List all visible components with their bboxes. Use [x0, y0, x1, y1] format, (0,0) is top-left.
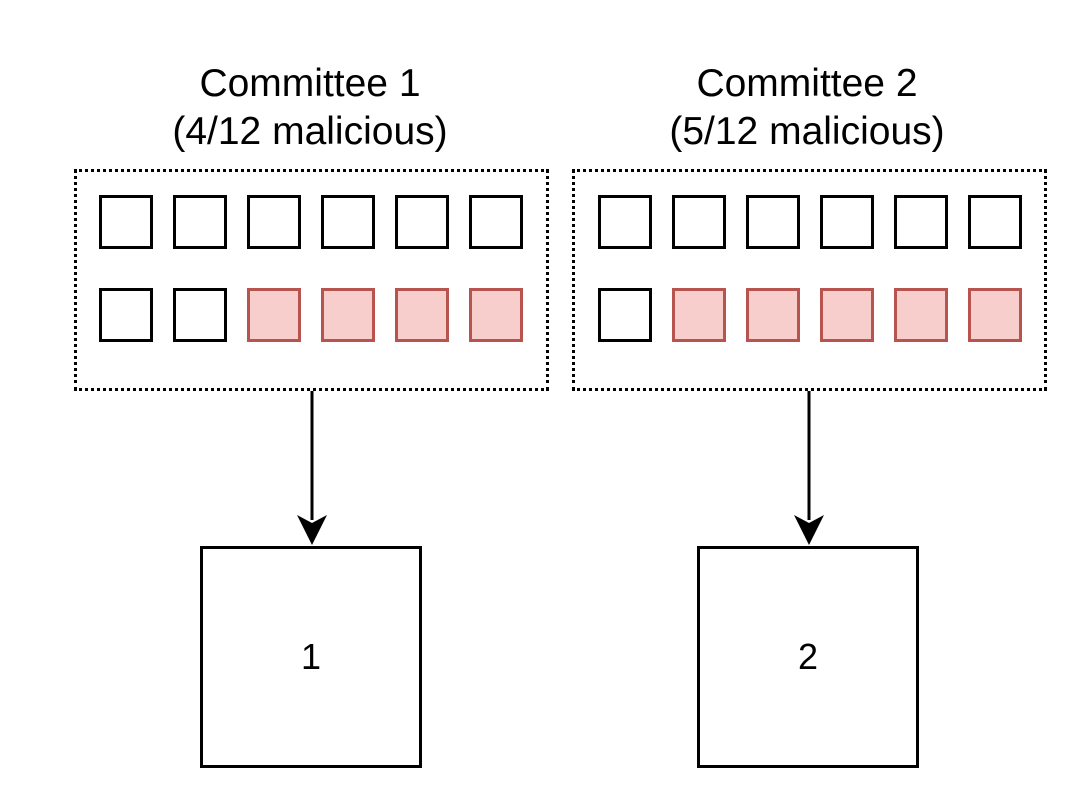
output-box-1-label: 1	[300, 636, 322, 677]
honest-member-node	[746, 195, 800, 249]
committee-2-row-1	[598, 195, 1022, 249]
committee-1-malicious-count: (4/12 malicious)	[172, 110, 448, 153]
honest-member-node	[321, 195, 375, 249]
honest-member-node	[598, 288, 652, 342]
output-box-2: 2	[697, 546, 919, 768]
malicious-member-node	[321, 288, 375, 342]
honest-member-node	[247, 195, 301, 249]
honest-member-node	[894, 195, 948, 249]
honest-member-node	[598, 195, 652, 249]
honest-member-node	[469, 195, 523, 249]
committee-2-title: Committee 2 (5/12 malicious)	[597, 60, 1017, 156]
malicious-member-node	[395, 288, 449, 342]
honest-member-node	[968, 195, 1022, 249]
malicious-member-node	[894, 288, 948, 342]
committee-2-row-2	[598, 288, 1022, 342]
honest-member-node	[672, 195, 726, 249]
malicious-member-node	[672, 288, 726, 342]
output-box-1: 1	[200, 546, 422, 768]
committee-2-group	[572, 169, 1047, 391]
committee-1-title: Committee 1 (4/12 malicious)	[100, 60, 520, 156]
arrow-committee-1-to-output-1	[297, 391, 327, 545]
committee-1-row-1	[99, 195, 523, 249]
malicious-member-node	[820, 288, 874, 342]
committee-1-row-2	[99, 288, 523, 342]
committee-2-name: Committee 2	[696, 62, 918, 105]
committee-1-group	[74, 169, 549, 391]
output-box-2-label: 2	[797, 636, 819, 677]
malicious-member-node	[746, 288, 800, 342]
honest-member-node	[173, 195, 227, 249]
committee-2-malicious-count: (5/12 malicious)	[669, 110, 945, 153]
committee-1-name: Committee 1	[199, 62, 421, 105]
honest-member-node	[173, 288, 227, 342]
honest-member-node	[99, 288, 153, 342]
honest-member-node	[99, 195, 153, 249]
honest-member-node	[820, 195, 874, 249]
honest-member-node	[395, 195, 449, 249]
arrow-committee-2-to-output-2	[794, 391, 824, 545]
malicious-member-node	[968, 288, 1022, 342]
malicious-member-node	[469, 288, 523, 342]
malicious-member-node	[247, 288, 301, 342]
